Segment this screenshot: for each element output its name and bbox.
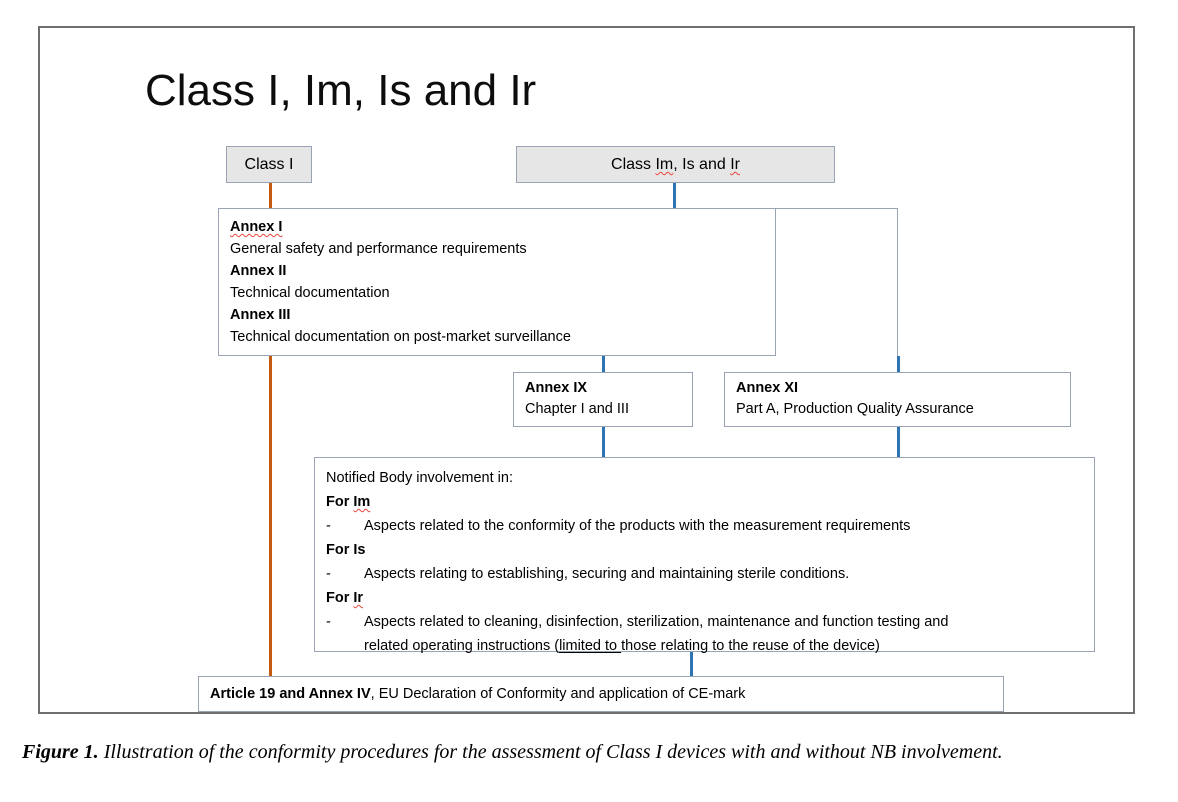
annex-xi-body: Part A, Production Quality Assurance [736, 401, 974, 417]
bullet-text: Aspects related to the conformity of the… [364, 518, 911, 534]
node-class-im-is-ir-label: Class Im, Is and Ir [611, 156, 740, 173]
node-class-i-label: Class I [244, 156, 294, 173]
annex-ix-body: Chapter I and III [525, 401, 629, 417]
annex-i-heading: Annex I [230, 219, 283, 235]
notified-body-group-is-heading: For Is [326, 542, 366, 558]
annex-i-body: General safety and performance requireme… [230, 241, 527, 257]
cont-underlined: limited to [559, 638, 622, 654]
article-19-bold: Article 19 and Annex IV [210, 685, 371, 702]
notified-body-bullet-is: - Aspects relating to establishing, secu… [326, 562, 1094, 586]
node-notified-body[interactable]: Notified Body involvement in: For Im - A… [314, 457, 1095, 654]
figure-caption-text: Illustration of the conformity procedure… [98, 741, 1003, 763]
notified-body-bullet-ir-continuation: related operating instructions (limited … [364, 634, 1094, 658]
notified-body-group-ir-heading: For Ir [326, 590, 364, 606]
notified-body-bullet-ir: - Aspects related to cleaning, disinfect… [326, 610, 1094, 634]
node-annex-ix[interactable]: Annex IX Chapter I and III [513, 372, 693, 427]
figure-frame: Class I, Im, Is and Ir Class I Class Im,… [38, 26, 1135, 714]
article-19-rest: , EU Declaration of Conformity and appli… [370, 685, 746, 702]
node-annex-group[interactable]: Annex I General safety and performance r… [218, 208, 776, 356]
node-article-19[interactable]: Article 19 and Annex IV, EU Declaration … [198, 676, 1004, 712]
connector-annex-group-to-annex-xi [897, 356, 900, 373]
annex-xi-heading: Annex XI [736, 380, 799, 396]
article-19-text: Article 19 and Annex IV, EU Declaration … [210, 684, 745, 705]
figure-caption: Figure 1. Illustration of the conformity… [22, 738, 1162, 767]
node-class-im-is-ir[interactable]: Class Im, Is and Ir [516, 146, 835, 183]
bullet-dash: - [326, 566, 331, 582]
annex-ix-heading: Annex IX [525, 380, 588, 396]
bullet-dash: - [326, 518, 331, 534]
figure-caption-label: Figure 1. [22, 741, 99, 763]
notified-body-bullet-im: - Aspects related to the conformity of t… [326, 514, 1094, 538]
connector-notified-body-to-article-19 [690, 652, 693, 677]
node-annex-xi[interactable]: Annex XI Part A, Production Quality Assu… [724, 372, 1071, 427]
connector-class-i-to-annex-group [269, 183, 272, 209]
node-class-i[interactable]: Class I [226, 146, 312, 183]
annex-iii-body: Technical documentation on post-market s… [230, 329, 571, 345]
notified-body-group-im-heading: For Im [326, 494, 371, 510]
cont-post: those relating to the reuse of the devic… [621, 638, 880, 654]
elbow-connector-to-annex-xi [776, 208, 898, 357]
bullet-text: Aspects relating to establishing, securi… [364, 566, 850, 582]
annex-ii-heading: Annex II [230, 263, 287, 279]
annex-ii-body: Technical documentation [230, 285, 390, 301]
connector-class-i-to-article-19 [269, 356, 272, 677]
page-title: Class I, Im, Is and Ir [145, 66, 537, 115]
bullet-dash: - [326, 614, 331, 630]
notified-body-intro: Notified Body involvement in: [326, 470, 513, 486]
connector-annex-group-to-annex-ix [602, 356, 605, 373]
bullet-text: Aspects related to cleaning, disinfectio… [364, 614, 949, 630]
connector-annex-xi-to-notified-body [897, 427, 900, 458]
connector-annex-ix-to-notified-body [602, 427, 605, 458]
annex-iii-heading: Annex III [230, 307, 291, 323]
connector-class-im-to-annex-group [673, 183, 676, 209]
cont-pre: related operating instructions ( [364, 638, 560, 654]
